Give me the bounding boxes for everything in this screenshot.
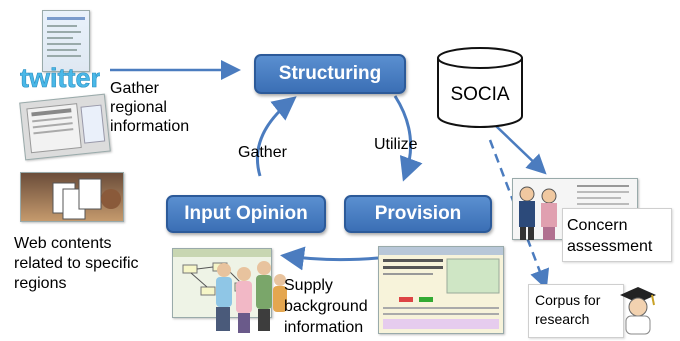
- gather-regional-label: Gather regional information: [110, 80, 190, 135]
- business-people-illustration: [512, 184, 564, 242]
- concern-callout: Concern assessment: [562, 208, 672, 262]
- arrow-supply: [280, 246, 379, 271]
- info-page-icon: [379, 247, 503, 329]
- twitter-page-thumbnail: [42, 10, 90, 72]
- structuring-node: Structuring: [254, 54, 406, 94]
- newspaper-icon: [26, 103, 106, 154]
- database-icon: [437, 47, 523, 128]
- socia-label: SOCIA: [450, 84, 510, 105]
- news-thumbnail: [19, 93, 111, 161]
- gather-label: Gather: [238, 144, 287, 161]
- corpus-callout: Corpus for research: [528, 284, 624, 338]
- web-page-lines-icon: [47, 17, 85, 57]
- business-people-icon: [519, 186, 557, 240]
- arrow-socia-concern: [494, 124, 547, 175]
- people-group-icon: [216, 261, 287, 333]
- socia-database: SOCIA: [436, 46, 524, 130]
- people-group-illustration: [210, 258, 292, 336]
- professor-icon: [620, 287, 656, 335]
- twitter-logo-icon: twitter: [20, 63, 102, 94]
- provision-ui-thumbnail: [378, 246, 504, 334]
- arrow-gather: [255, 96, 297, 177]
- meeting-photo-thumbnail: [20, 172, 124, 222]
- utilize-label: Utilize: [374, 136, 418, 153]
- professor-illustration: [612, 285, 664, 335]
- document-page-icon: [577, 185, 629, 205]
- web-contents-label: Web contents related to specific regions: [14, 235, 139, 292]
- input-opinion-node: Input Opinion: [166, 195, 326, 233]
- corpus-label: Corpus for research: [535, 292, 601, 327]
- arrow-utilize: [393, 95, 423, 182]
- twitter-logo-text: twitter: [20, 63, 100, 93]
- concern-assessment-label: Concern assessment: [567, 217, 653, 255]
- meeting-photo-icon: [52, 178, 121, 220]
- provision-node: Provision: [344, 195, 492, 233]
- twitter-logo: twitter: [18, 62, 102, 94]
- supply-background-label: Supply background information: [284, 277, 368, 336]
